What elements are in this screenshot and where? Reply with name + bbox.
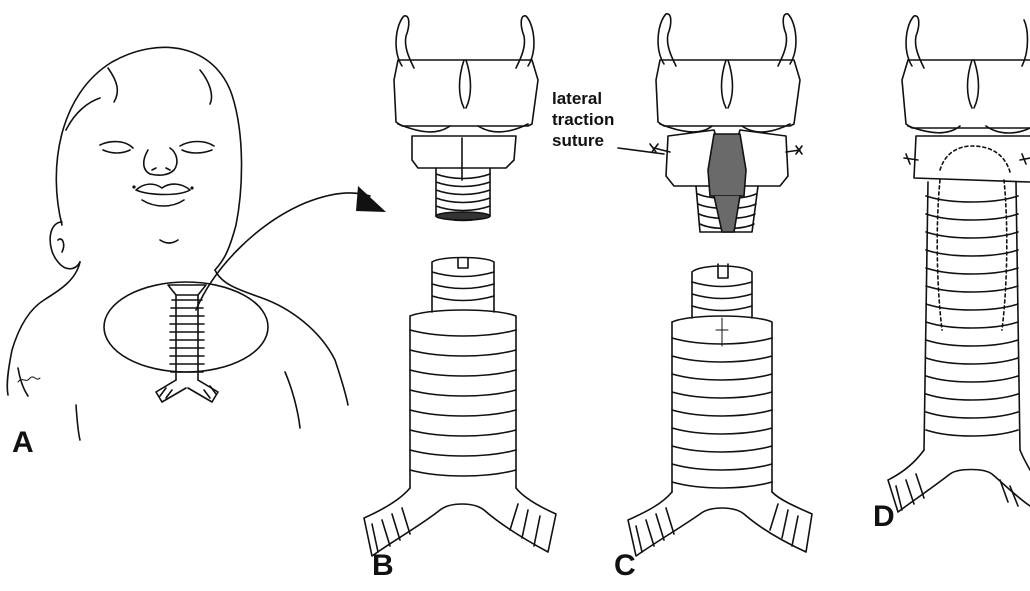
panel-label-c: C bbox=[614, 551, 636, 581]
suture-annotation-line-3: suture bbox=[552, 130, 614, 151]
panel-b-lower-trachea bbox=[364, 258, 556, 557]
panel-c-lower-trachea bbox=[628, 264, 812, 556]
panel-c-upper-larynx bbox=[618, 14, 802, 232]
panel-b-upper-larynx bbox=[394, 16, 538, 221]
panel-label-b: B bbox=[372, 551, 394, 581]
suture-annotation-line-1: lateral bbox=[552, 88, 614, 109]
panel-label-a: A bbox=[12, 428, 34, 458]
suture-annotation: lateral traction suture bbox=[552, 88, 614, 151]
panel-label-d: D bbox=[873, 502, 895, 532]
panel-d-reconstruction bbox=[888, 16, 1030, 512]
suture-annotation-line-2: traction bbox=[552, 109, 614, 130]
infant-illustration bbox=[7, 47, 386, 440]
